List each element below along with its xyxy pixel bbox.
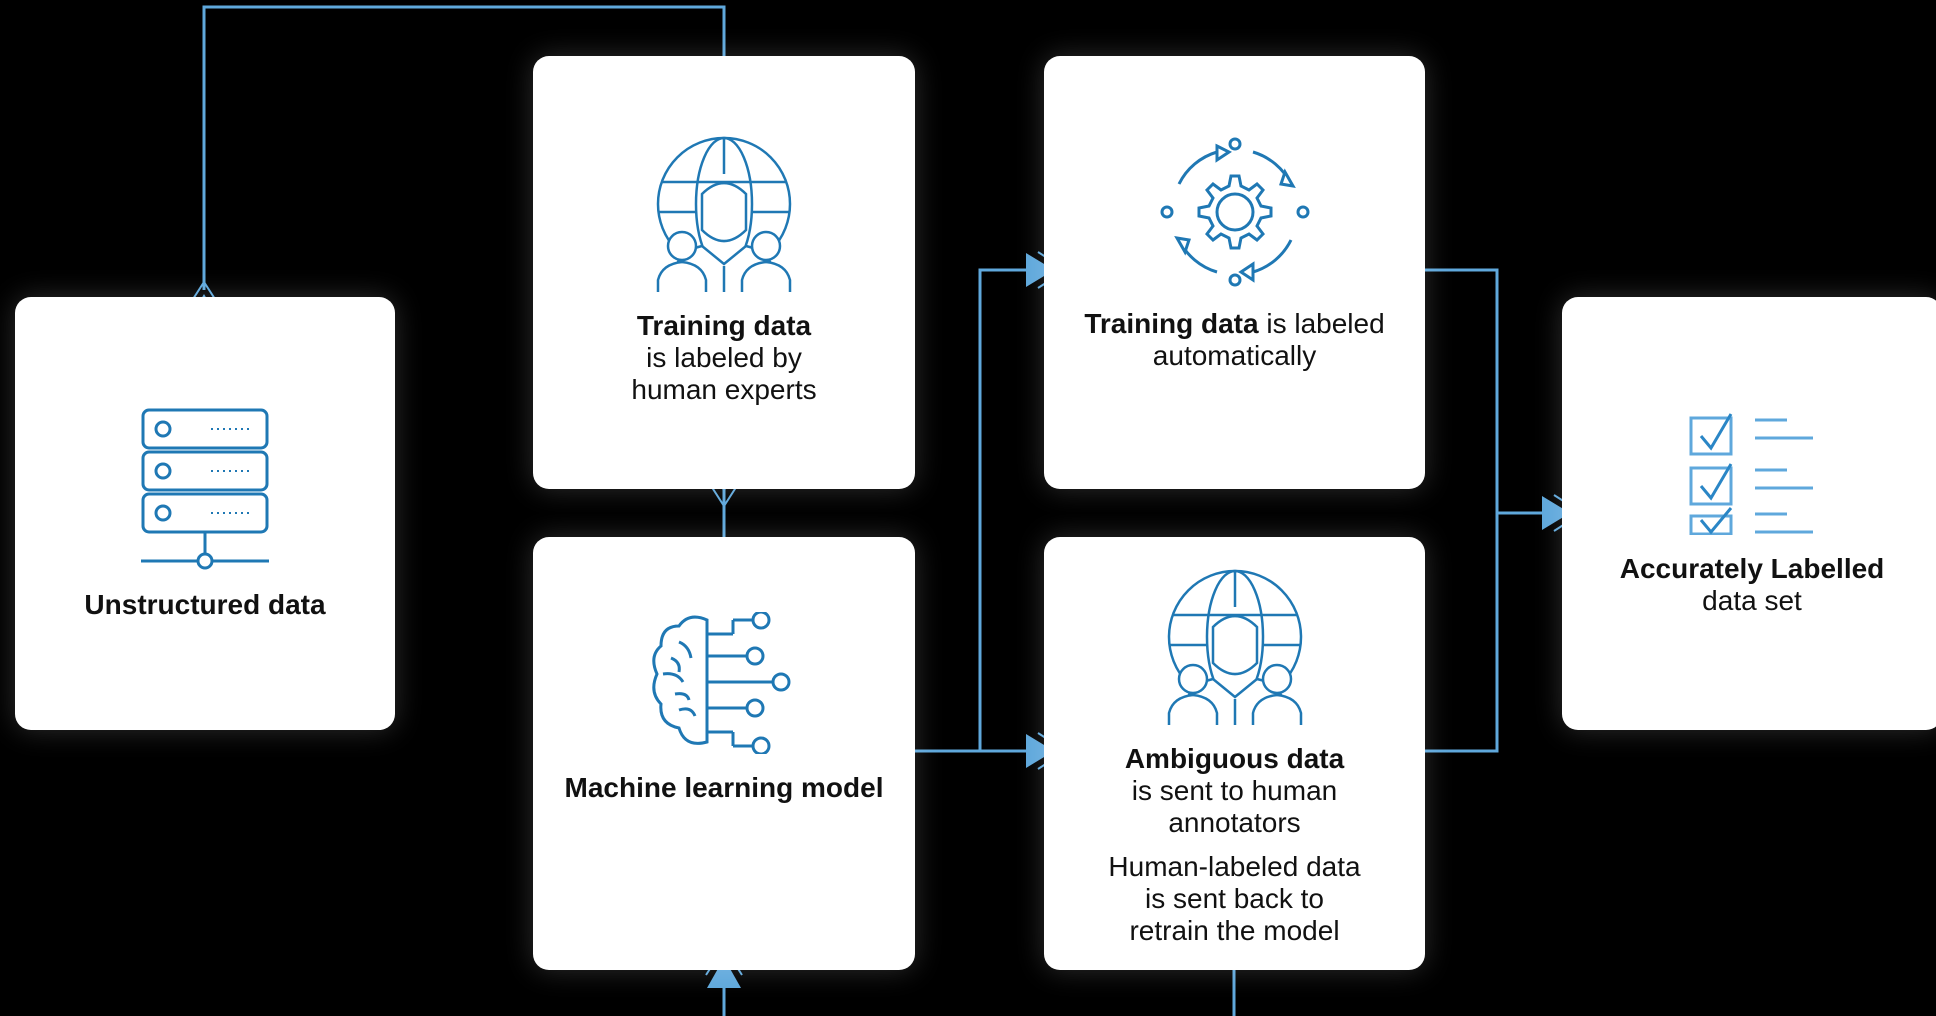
card-ambiguous-data: Ambiguous data is sent to human annotato… [1044,537,1425,970]
accurate-title: Accurately Labelled [1619,553,1885,584]
auto-labeling-suffix: is labeled [1258,308,1385,339]
ambiguous-title: Ambiguous data [1124,743,1345,774]
connector-auto-to-accurate [1425,268,1499,753]
human-labeling-line1: is labeled by [646,342,802,373]
ml-model-title: Machine learning model [564,772,884,803]
arrowhead-right-ambiguous [1026,734,1054,768]
ambiguous-line2: annotators [1168,807,1301,838]
ambiguous-note3: retrain the model [1129,915,1340,946]
unstructured-title: Unstructured data [84,589,326,620]
ambiguous-line1: is sent to human [1131,775,1338,806]
human-labeling-title: Training data [636,310,812,341]
global-team-icon [656,136,792,292]
auto-labeling-line2: automatically [1152,340,1317,371]
arrowhead-up-model [707,958,741,988]
brain-circuit-icon [652,612,791,754]
connector-unstructured-to-human [202,5,726,290]
card-unstructured-data: Unstructured data [15,297,395,730]
ambiguous-note1: Human-labeled data [1108,851,1361,882]
card-auto-labeling: Training data is labeled automatically [1044,56,1425,489]
auto-labeling-title: Training data [1084,308,1259,339]
card-ml-model: Machine learning model [533,537,915,970]
checklist-icon [1689,413,1813,535]
arrowhead-right-accurate [1542,496,1570,530]
card-accurate-dataset: Accurately Labelled data set [1562,297,1936,730]
gear-cycle-icon [1160,137,1309,287]
card-human-labeling: Training data is labeled by human expert… [533,56,915,489]
server-rack-icon [141,408,269,570]
ambiguous-note2: is sent back to [1145,883,1324,914]
accurate-line1: data set [1702,585,1802,616]
auto-labeling-line1: Training data is labeled [1084,308,1384,340]
human-labeling-line2: human experts [631,374,817,405]
connector-model-to-auto [915,268,1044,753]
global-team-icon [1167,569,1302,725]
arrowhead-right-auto [1026,253,1054,287]
